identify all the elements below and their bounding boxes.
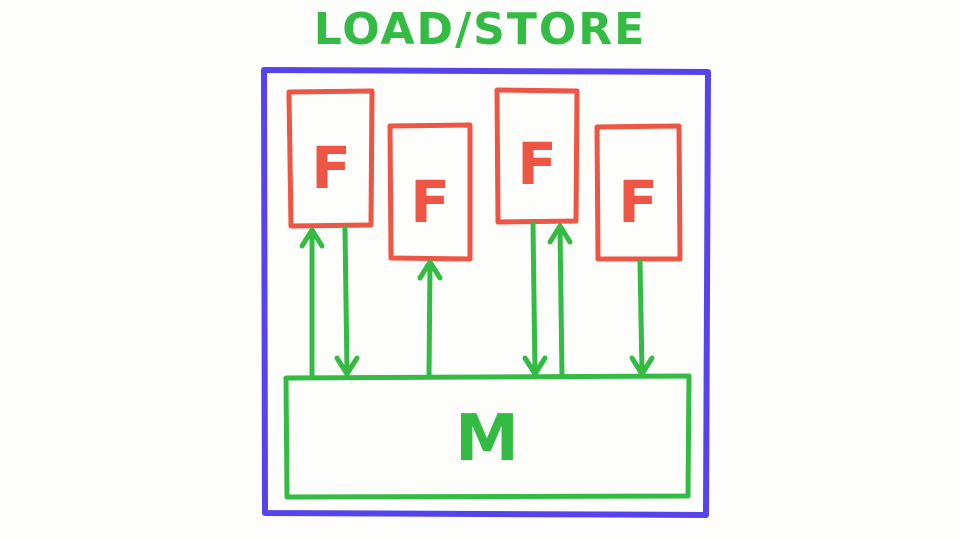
memory-label: M bbox=[455, 402, 519, 476]
register-2: F bbox=[387, 122, 473, 262]
outer-box bbox=[261, 67, 711, 518]
register-3-box bbox=[494, 87, 580, 225]
arrow-load-register-3 bbox=[547, 223, 573, 379]
register-4-box bbox=[594, 123, 683, 262]
register-4: F bbox=[594, 123, 683, 262]
register-1: F bbox=[286, 88, 375, 229]
register-2-box bbox=[387, 122, 473, 262]
arrow-store-register-3 bbox=[522, 221, 548, 377]
register-2-label: F bbox=[410, 168, 450, 236]
register-1-box bbox=[286, 88, 375, 229]
arrow-store-register-1 bbox=[334, 225, 360, 377]
arrow-store-register-4 bbox=[629, 259, 655, 377]
arrow-load-register-1 bbox=[299, 227, 325, 379]
register-4-label: F bbox=[618, 168, 658, 236]
memory-box bbox=[283, 373, 692, 500]
memory: M bbox=[283, 373, 692, 500]
register-3-label: F bbox=[517, 130, 557, 198]
arrow-load-register-2 bbox=[417, 259, 443, 379]
register-3: F bbox=[494, 87, 580, 225]
register-1-label: F bbox=[311, 134, 351, 202]
diagram-title: LOAD/STORE bbox=[314, 4, 646, 55]
